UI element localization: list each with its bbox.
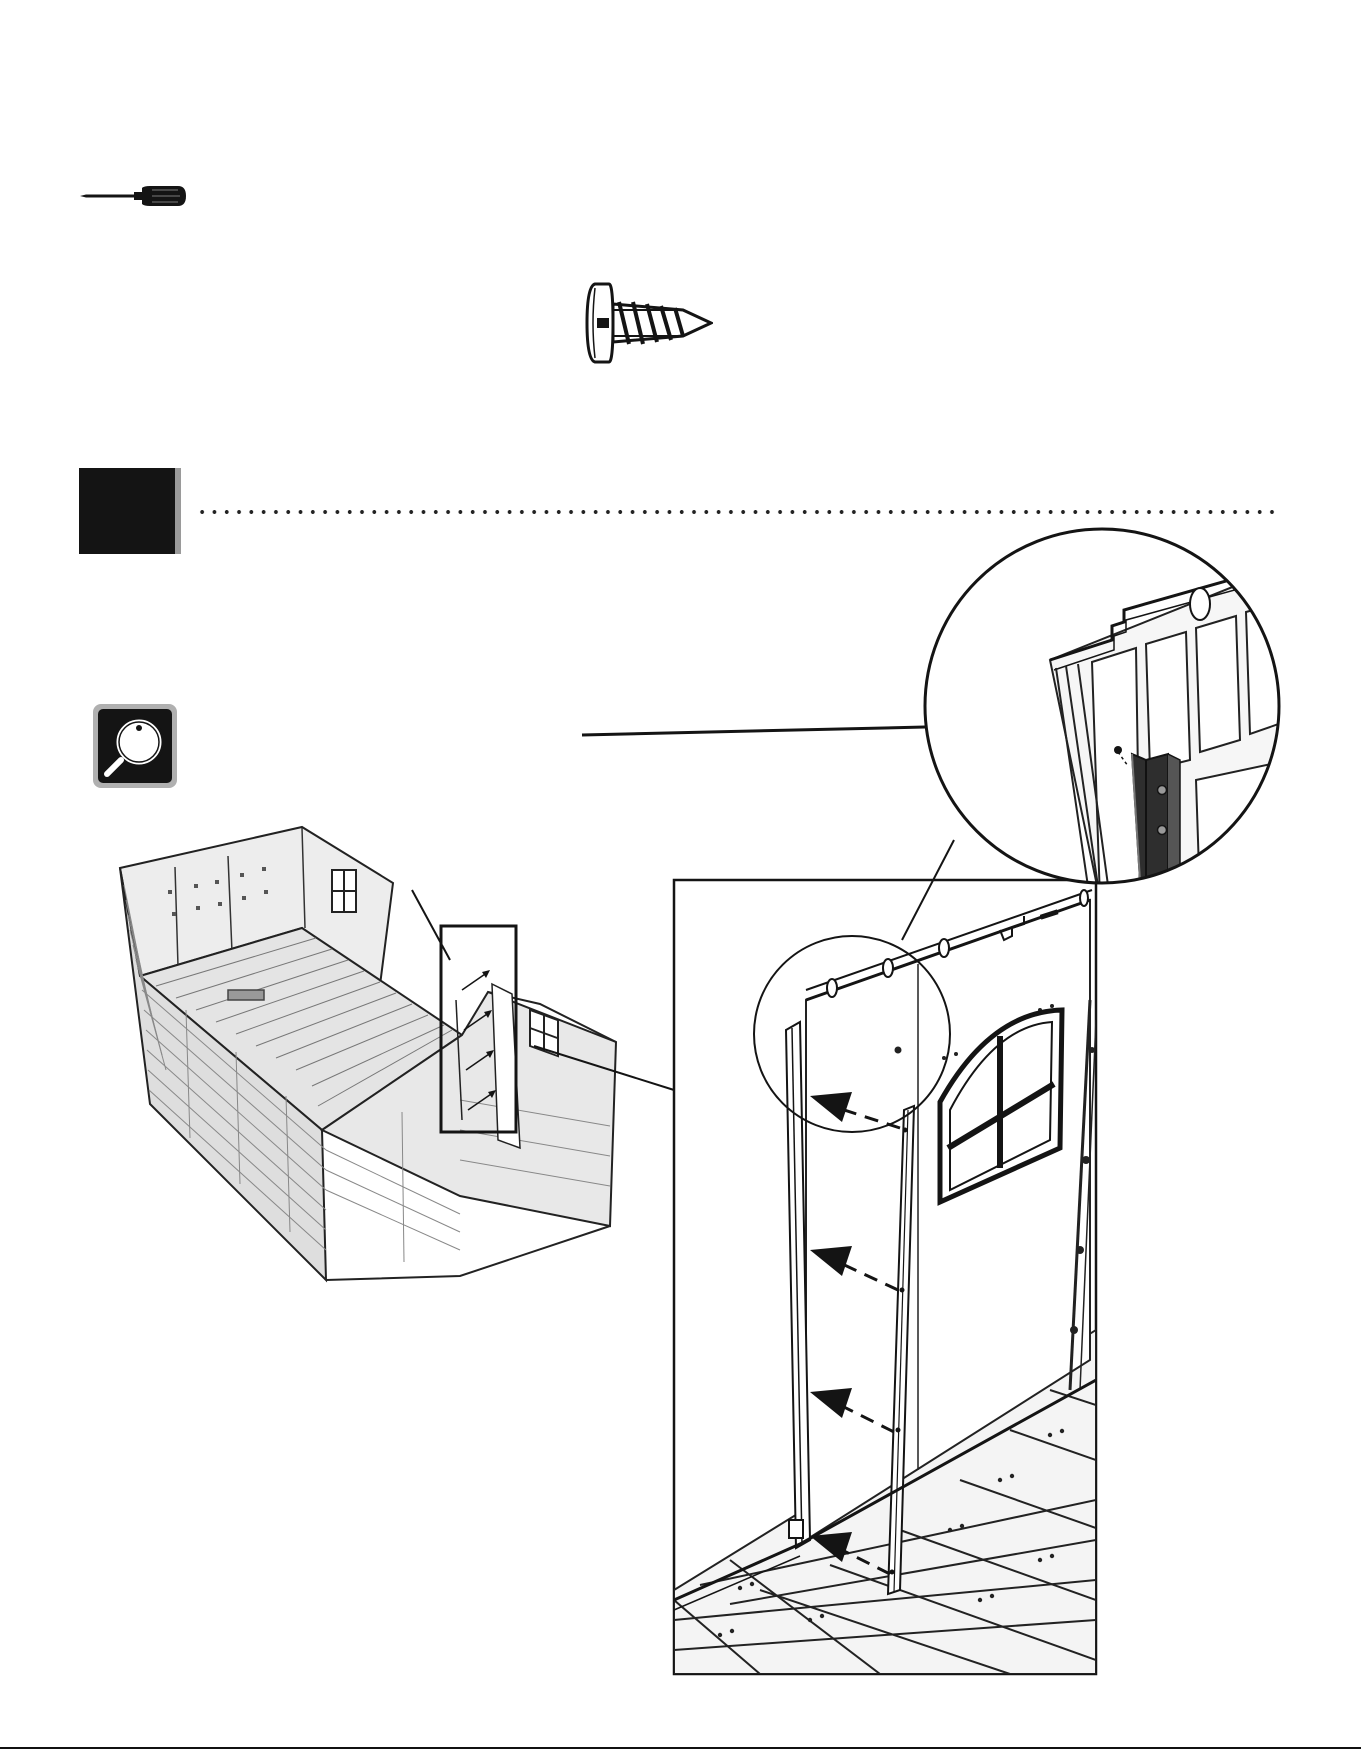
corner-channel-detail-illustration bbox=[925, 529, 1300, 900]
detail-leader-line bbox=[582, 727, 925, 735]
page-bottom-rule bbox=[0, 1747, 1361, 1749]
shed-overview-illustration bbox=[120, 827, 616, 1280]
